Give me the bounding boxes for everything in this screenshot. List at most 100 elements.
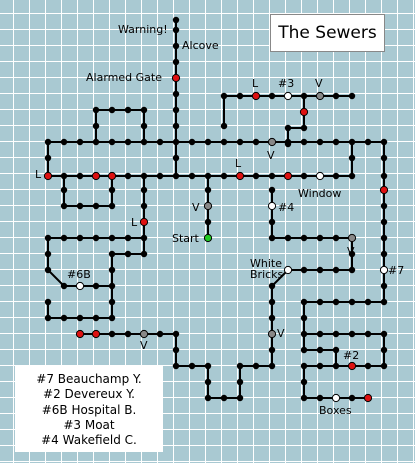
tunnel-node — [252, 362, 260, 370]
tunnel-node — [108, 234, 116, 242]
tunnel-node — [380, 234, 388, 242]
tunnel-node — [300, 124, 308, 132]
red-node — [235, 171, 245, 181]
tunnel-node — [108, 138, 116, 146]
tunnel-node — [332, 234, 340, 242]
label-l-left: L — [35, 168, 42, 181]
red-node — [283, 171, 293, 181]
tunnel-node — [348, 298, 356, 306]
tunnel-node — [60, 172, 68, 180]
tunnel-node — [332, 138, 340, 146]
label-window: Window — [298, 187, 342, 200]
label-l-top: L — [252, 77, 259, 90]
tunnel-node — [236, 362, 244, 370]
tunnel-node — [140, 122, 148, 130]
tunnel-node — [316, 330, 324, 338]
tunnel-node — [92, 122, 100, 130]
tunnel-node — [124, 234, 132, 242]
gray-node — [347, 233, 357, 243]
tunnel-node — [172, 154, 180, 162]
tunnel-node — [268, 234, 276, 242]
tunnel-node — [204, 378, 212, 386]
tunnel-node — [316, 266, 324, 274]
tunnel-node — [348, 138, 356, 146]
tunnel-node — [204, 394, 212, 402]
tunnel-node — [332, 92, 340, 100]
tunnel-node — [92, 138, 100, 146]
sewer-tunnel — [95, 109, 145, 143]
tunnel-node — [140, 138, 148, 146]
tunnel-node — [108, 202, 116, 210]
sewer-tunnel — [288, 142, 353, 177]
tunnel-node — [348, 154, 356, 162]
tunnel-node — [124, 172, 132, 180]
tunnel-node — [108, 314, 116, 322]
red-node — [251, 91, 261, 101]
label-6b: #6B — [67, 268, 91, 281]
red-node — [139, 217, 149, 227]
tunnel-node — [300, 314, 308, 322]
tunnel-node — [300, 378, 308, 386]
tunnel-node — [380, 138, 388, 146]
tunnel-node — [316, 394, 324, 402]
tunnel-node — [172, 330, 180, 338]
sewer-tunnel — [303, 366, 368, 399]
tunnel-node — [300, 298, 308, 306]
tunnel-node — [44, 314, 52, 322]
red-node — [379, 185, 389, 195]
tunnel-node — [380, 172, 388, 180]
tunnel-node — [364, 298, 372, 306]
tunnel-node — [300, 172, 308, 180]
label-l-lower: L — [131, 216, 138, 229]
red-node — [91, 171, 101, 181]
tunnel-node — [332, 346, 340, 354]
tunnel-node — [60, 138, 68, 146]
legend-item: #3 Moat — [63, 418, 115, 432]
tunnel-node — [268, 92, 276, 100]
tunnel-node — [76, 234, 84, 242]
label-2: #2 — [343, 349, 360, 362]
tunnel-node — [124, 250, 132, 258]
tunnel-node — [172, 106, 180, 114]
tunnel-node — [156, 138, 164, 146]
tunnel-node — [284, 234, 292, 242]
label-v-top: V — [315, 77, 323, 90]
white-node — [315, 171, 325, 181]
tunnel-node — [44, 154, 52, 162]
tunnel-node — [268, 362, 276, 370]
label-v-start: V — [192, 201, 200, 214]
tunnel-node — [268, 346, 276, 354]
tunnel-node — [380, 218, 388, 226]
tunnel-node — [332, 362, 340, 370]
gray-node — [139, 329, 149, 339]
label-3: #3 — [278, 77, 295, 90]
red-node — [347, 361, 357, 371]
tunnel-node — [348, 266, 356, 274]
tunnel-node — [236, 92, 244, 100]
map-title: The Sewers — [270, 14, 385, 52]
red-node — [43, 171, 53, 181]
tunnel-node — [316, 234, 324, 242]
tunnel-node — [220, 92, 228, 100]
legend-item: #7 Beauchamp Y. — [36, 372, 142, 386]
tunnel-node — [124, 138, 132, 146]
tunnel-node — [204, 362, 212, 370]
tunnel-node — [220, 394, 228, 402]
tunnel-node — [172, 42, 180, 50]
tunnel-node — [268, 314, 276, 322]
tunnel-node — [108, 250, 116, 258]
white-node — [331, 393, 341, 403]
tunnel-node — [92, 202, 100, 210]
tunnel-node — [124, 106, 132, 114]
tunnel-node — [332, 330, 340, 338]
tunnel-node — [300, 330, 308, 338]
tunnel-node — [204, 172, 212, 180]
tunnel-node — [92, 314, 100, 322]
tunnel-node — [44, 138, 52, 146]
white-node — [75, 281, 85, 291]
tunnel-node — [172, 362, 180, 370]
legend-item: #4 Wakefield C. — [41, 433, 137, 447]
sewer-tunnel — [63, 176, 113, 207]
tunnel-node — [140, 234, 148, 242]
